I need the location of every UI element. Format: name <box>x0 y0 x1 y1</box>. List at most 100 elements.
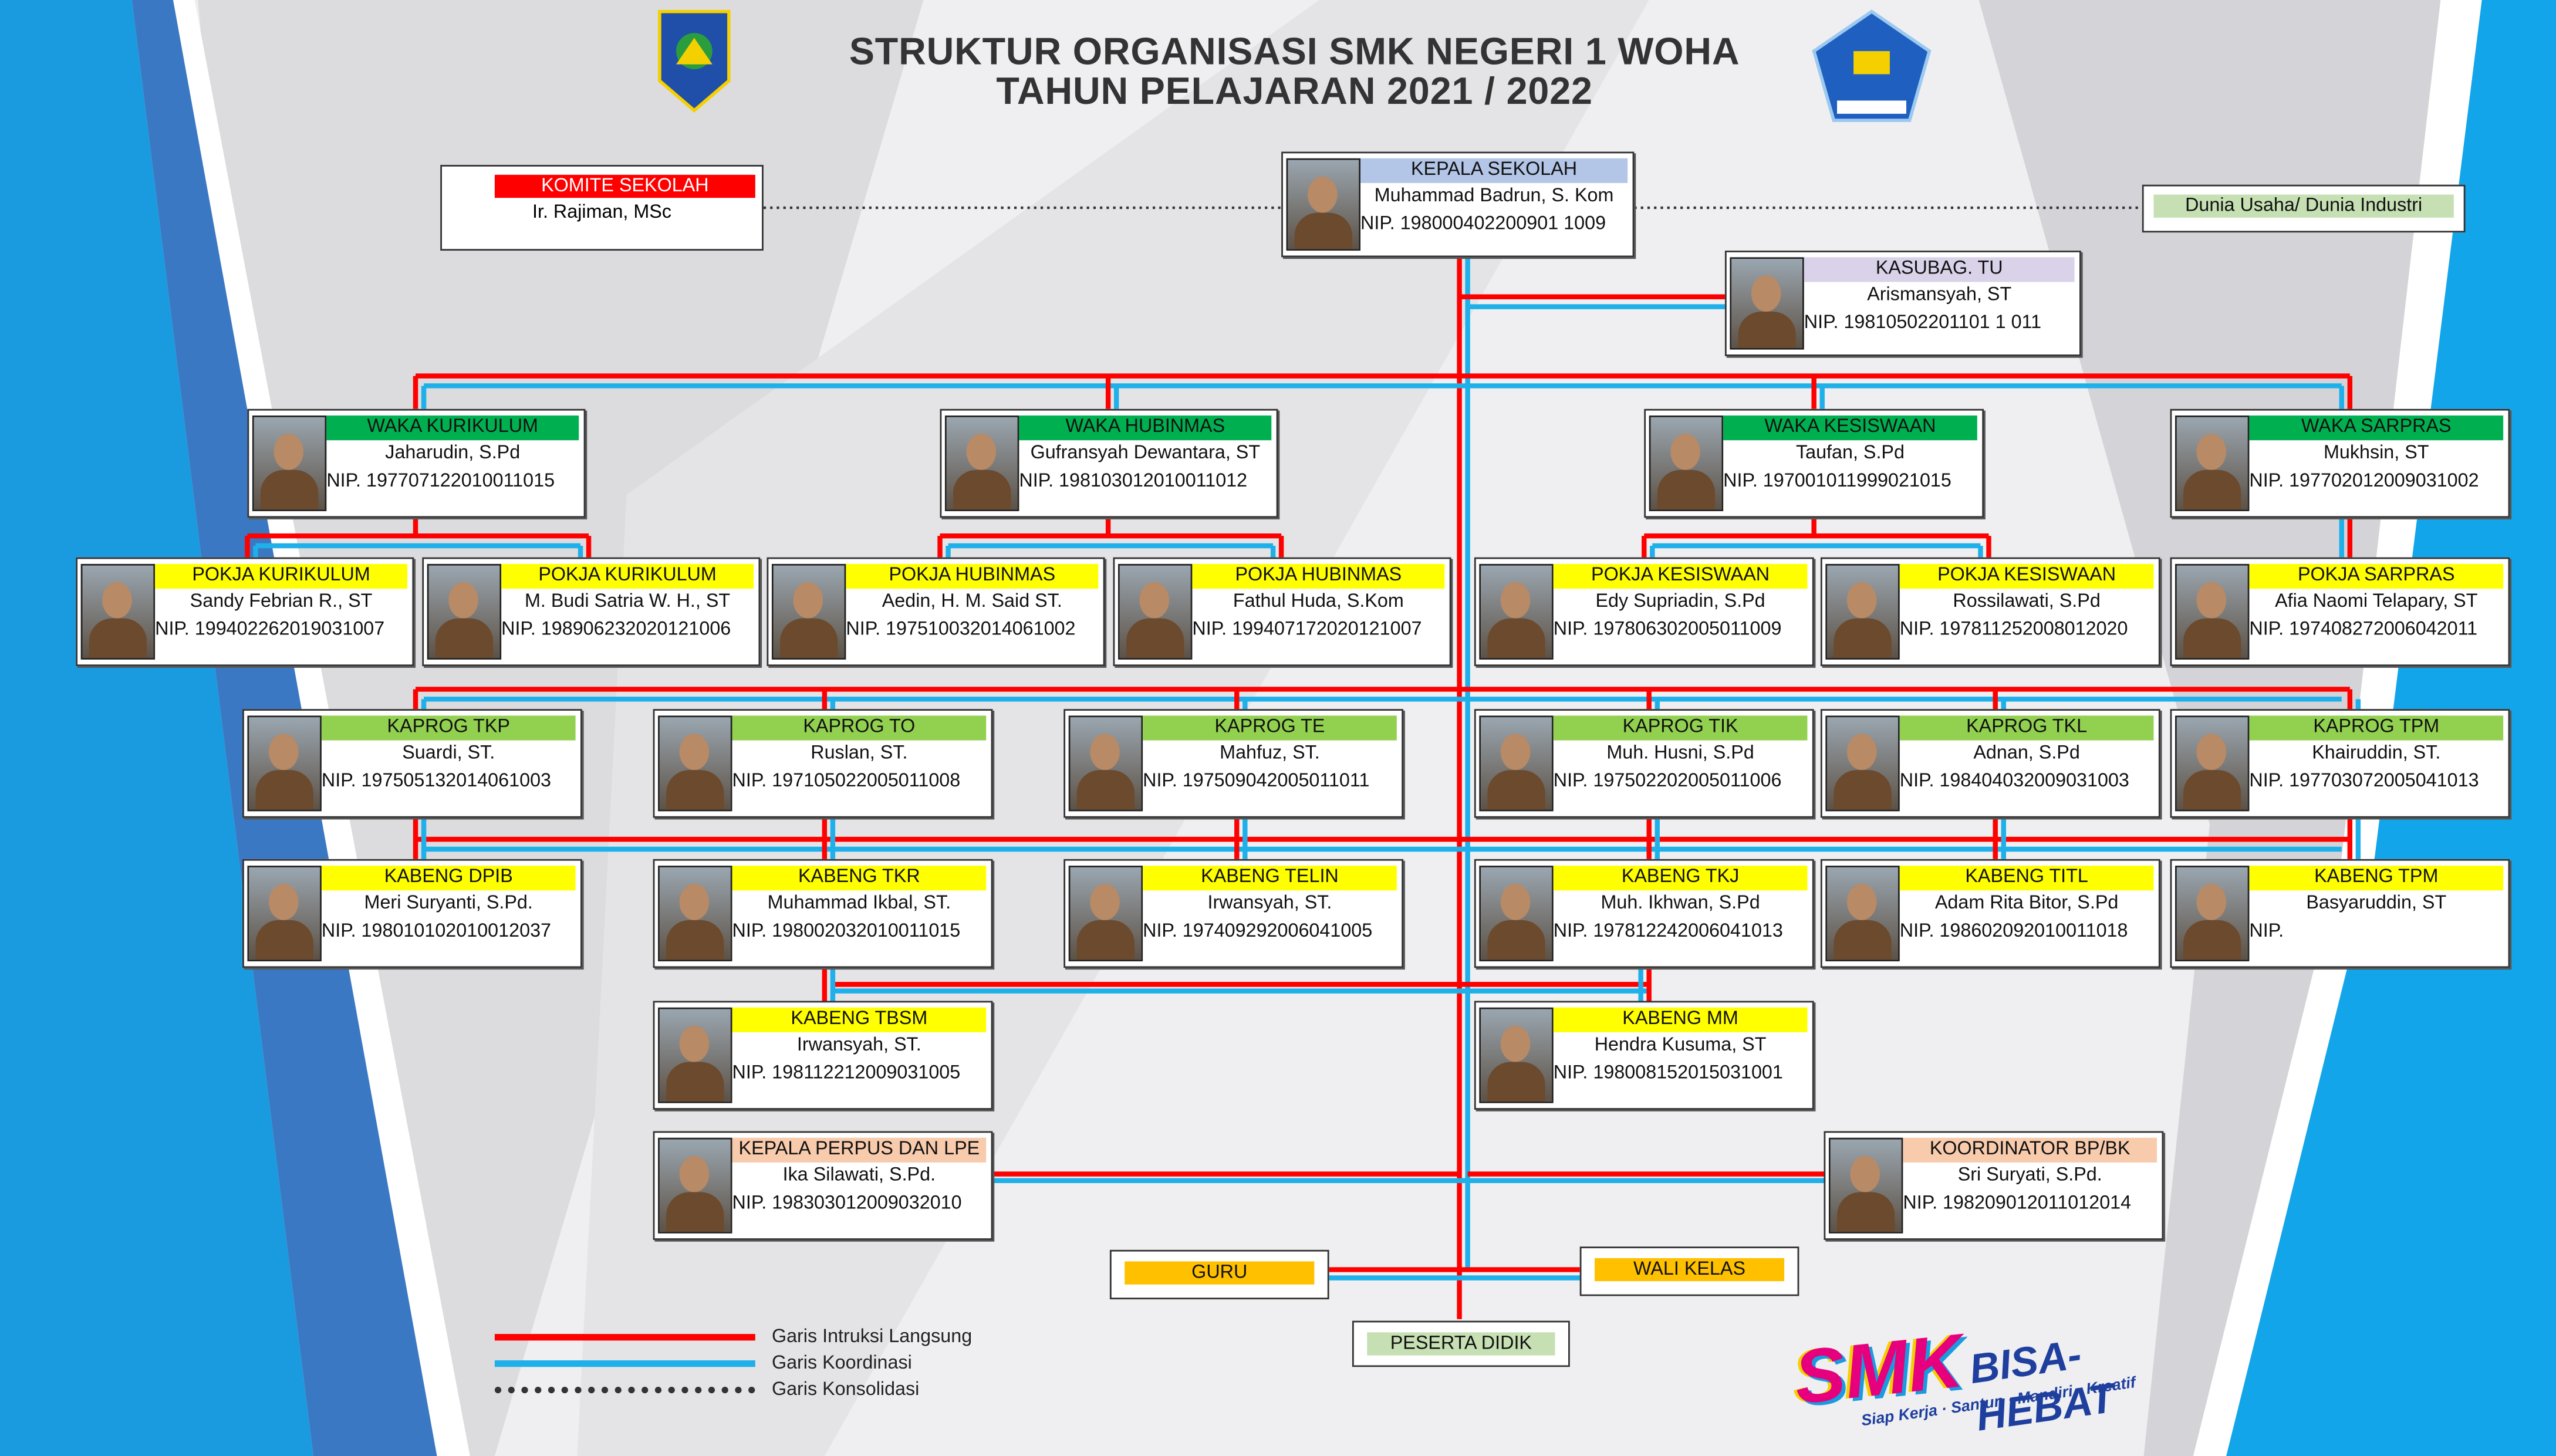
card-kabeng-telin-21: KABENG TELIN Irwansyah, ST. NIP. 1974092… <box>1063 859 1404 968</box>
person-name: Irwansyah, ST. <box>1207 893 1332 914</box>
person-nip: NIP. 197105022005011008 <box>732 771 961 792</box>
card-pokja-hubinmas-9: POKJA HUBINMAS Fathul Huda, S.Kom NIP. 1… <box>1113 557 1451 667</box>
role-title: POKJA HUBINMAS <box>846 563 1099 589</box>
person-photo <box>658 866 732 962</box>
role-title: WAKA HUBINMAS <box>1019 415 1272 441</box>
role-title: WAKA KURIKULUM <box>326 415 579 441</box>
role-title: KAPROG TKL <box>1899 715 2154 741</box>
card-info: KASUBAG. TU Arismansyah, ST NIP. 1981050… <box>1804 257 2075 338</box>
person-photo <box>1068 866 1143 962</box>
card-info: KAPROG TO Ruslan, ST. NIP. 1971050220050… <box>732 715 987 796</box>
person-name: Meri Suryanti, S.Pd. <box>364 893 533 914</box>
role-title: POKJA KESISWAAN <box>1899 563 2154 589</box>
card-info: WAKA HUBINMAS Gufransyah Dewantara, ST N… <box>1019 415 1272 496</box>
card-info: KABENG TPM Basyaruddin, ST NIP. <box>2249 866 2504 947</box>
person-photo <box>247 715 322 812</box>
role-title: KOORDINATOR BP/BK <box>1903 1137 2157 1163</box>
guru-box: GURU <box>1109 1249 1329 1300</box>
person-photo <box>2175 415 2250 512</box>
person-name: Jaharudin, S.Pd <box>385 443 521 464</box>
card-info: KEPALA SEKOLAH Muhammad Badrun, S. Kom N… <box>1360 158 1628 239</box>
card-kaprog-tik-16: KAPROG TIK Muh. Husni, S.Pd NIP. 1975022… <box>1474 709 1814 818</box>
legend-label: Garis Konsolidasi <box>771 1380 920 1400</box>
person-nip: NIP. 197510032014061002 <box>846 620 1076 640</box>
peserta-didik-label: PESERTA DIDIK <box>1367 1332 1555 1356</box>
person-name: Rossilawati, S.Pd <box>1953 592 2101 612</box>
smk-bisa-hebat-logo: SMK BISA-HEBAT Siap Kerja · Santun · Man… <box>1790 1311 2206 1443</box>
card-info: KABENG TITL Adam Rita Bitor, S.Pd NIP. 1… <box>1899 866 2154 947</box>
card-info: KEPALA PERPUS DAN LPE Ika Silawati, S.Pd… <box>732 1137 987 1219</box>
guru-label: GURU <box>1125 1261 1315 1285</box>
role-title: KABENG MM <box>1553 1007 1808 1032</box>
person-photo <box>252 415 327 512</box>
person-name: M. Budi Satria W. H., ST <box>525 592 731 612</box>
card-info: POKJA KESISWAAN Rossilawati, S.Pd NIP. 1… <box>1899 563 2154 645</box>
person-nip: NIP. 197702012009031002 <box>2249 471 2479 492</box>
card-info: KAPROG TKP Suardi, ST. NIP. 197505132014… <box>321 715 576 796</box>
card-kepala-perpus-dan-lpe-27: KEPALA PERPUS DAN LPE Ika Silawati, S.Pd… <box>653 1131 993 1240</box>
card-kaprog-te-15: KAPROG TE Mahfuz, ST. NIP. 1975090420050… <box>1063 709 1404 818</box>
person-nip: NIP. 197502202005011006 <box>1553 771 1782 792</box>
role-title: KAPROG TPM <box>2249 715 2504 741</box>
role-title: WAKA KESISWAAN <box>1723 415 1977 441</box>
person-nip: NIP. 197703072005041013 <box>2249 771 2479 792</box>
card-waka-kurikulum-2: WAKA KURIKULUM Jaharudin, S.Pd NIP. 1977… <box>247 408 586 518</box>
person-nip: NIP. 197409292006041005 <box>1143 921 1373 942</box>
person-name: Arismansyah, ST <box>1867 285 2012 305</box>
card-info: KABENG TKJ Muh. Ikhwan, S.Pd NIP. 197812… <box>1553 866 1808 947</box>
role-title: POKJA KURIKULUM <box>155 563 407 589</box>
card-waka-kesiswaan-4: WAKA KESISWAAN Taufan, S.Pd NIP. 1970010… <box>1644 408 1984 518</box>
card-kabeng-tkj-22: KABENG TKJ Muh. Ikhwan, S.Pd NIP. 197812… <box>1474 859 1814 968</box>
person-nip: NIP. 199402262019031007 <box>155 620 385 640</box>
person-name: Muhammad Ikbal, ST. <box>767 893 951 914</box>
card-pokja-sarpras-12: POKJA SARPRAS Afia Naomi Telapary, ST NI… <box>2170 557 2510 667</box>
role-title: KAPROG TIK <box>1553 715 1808 741</box>
person-name: Muh. Ikhwan, S.Pd <box>1601 893 1760 914</box>
person-nip: NIP. 197811252008012020 <box>1899 620 2128 640</box>
person-nip: NIP. 198303012009032010 <box>732 1194 962 1214</box>
person-photo <box>944 415 1019 512</box>
person-photo <box>658 715 732 812</box>
person-photo <box>1825 866 1900 962</box>
dunia-usaha-card: Dunia Usaha/ Dunia Industri <box>2142 184 2466 233</box>
card-waka-sarpras-5: WAKA SARPRAS Mukhsin, ST NIP. 1977020120… <box>2170 408 2510 518</box>
card-info: KOORDINATOR BP/BK Sri Suryati, S.Pd. NIP… <box>1903 1137 2157 1219</box>
person-photo <box>1825 715 1900 812</box>
role-title: KABENG TITL <box>1899 866 2154 891</box>
card-info: KABENG DPIB Meri Suryanti, S.Pd. NIP. 19… <box>321 866 576 947</box>
person-nip: NIP. 198602092010011018 <box>1899 921 2128 942</box>
legend-label: Garis Koordinasi <box>771 1353 912 1374</box>
legend-label: Garis Intruksi Langsung <box>771 1327 973 1347</box>
person-nip: NIP. 197812242006041013 <box>1553 921 1783 942</box>
card-info: KAPROG TPM Khairuddin, ST. NIP. 19770307… <box>2249 715 2504 796</box>
person-name: Edy Supriadin, S.Pd <box>1595 592 1765 612</box>
card-pokja-hubinmas-8: POKJA HUBINMAS Aedin, H. M. Said ST. NIP… <box>767 557 1105 667</box>
card-kabeng-tpm-24: KABENG TPM Basyaruddin, ST NIP. <box>2170 859 2510 968</box>
legend-item-koordinasi: Garis Koordinasi <box>494 1350 972 1377</box>
person-nip: NIP. 197408272006042011 <box>2249 620 2478 640</box>
person-name: Sri Suryati, S.Pd. <box>1957 1166 2102 1186</box>
card-kabeng-dpib-19: KABENG DPIB Meri Suryanti, S.Pd. NIP. 19… <box>242 859 582 968</box>
card-kaprog-to-14: KAPROG TO Ruslan, ST. NIP. 1971050220050… <box>653 709 993 818</box>
card-pokja-kurikulum-6: POKJA KURIKULUM Sandy Febrian R., ST NIP… <box>76 557 414 667</box>
person-photo <box>1649 415 1724 512</box>
person-name: Irwansyah, ST. <box>796 1035 921 1056</box>
card-info: KAPROG TKL Adnan, S.Pd NIP. 198404032009… <box>1899 715 2154 796</box>
legend-item-instruksi: Garis Intruksi Langsung <box>494 1324 973 1350</box>
person-nip: NIP. 197505132014061003 <box>321 771 552 792</box>
person-photo <box>427 563 502 660</box>
role-title: POKJA KURIKULUM <box>501 563 754 589</box>
person-name: Muhammad Badrun, S. Kom <box>1374 186 1614 207</box>
person-photo <box>80 563 156 660</box>
person-photo <box>1479 563 1554 660</box>
card-info: WAKA KURIKULUM Jaharudin, S.Pd NIP. 1977… <box>326 415 579 496</box>
dunia-usaha-label: Dunia Usaha/ Dunia Industri <box>2153 194 2454 218</box>
role-title: KABENG DPIB <box>321 866 576 891</box>
person-nip: NIP. 19810502201101 1 011 <box>1804 313 2042 333</box>
card-info: WAKA KESISWAAN Taufan, S.Pd NIP. 1970010… <box>1723 415 1977 496</box>
person-name: Ruslan, ST. <box>811 744 908 764</box>
card-kaprog-tkp-13: KAPROG TKP Suardi, ST. NIP. 197505132014… <box>242 709 582 818</box>
person-photo <box>1117 563 1193 660</box>
